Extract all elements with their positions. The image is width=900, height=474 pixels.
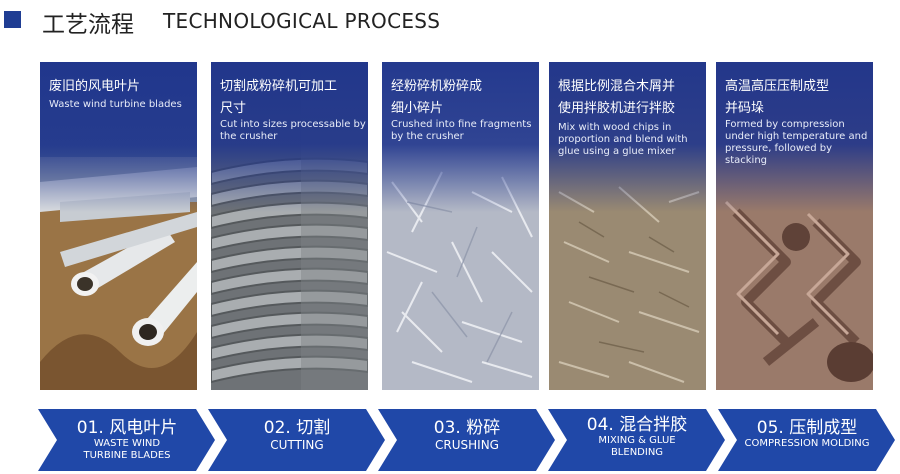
step-title-line-1: 废旧的风电叶片 <box>49 79 141 94</box>
panel-overlay <box>40 62 197 212</box>
step-title-cn: 废旧的风电叶片 <box>49 76 195 98</box>
step-arrow-text: 01. 风电叶片 WASTE WIND TURBINE BLADES <box>52 409 202 471</box>
arrow-shape <box>378 409 555 471</box>
step-arrow-text: 04. 混合拌胶 MIXING & GLUE BLENDING <box>562 409 712 471</box>
step-desc-en: Formed by compression under high tempera… <box>725 119 868 166</box>
step-title-line-1: 高温高压压制成型 <box>725 79 830 94</box>
step-title-cn: 经粉碎机粉碎成 细小碎片 <box>391 76 537 120</box>
step-title-line-2: 尺寸 <box>220 101 247 116</box>
step-arrow-subtitle-1: COMPRESSION MOLDING <box>744 438 870 449</box>
step-arrow-title: 04. 混合拌胶 <box>586 415 688 435</box>
step-arrow-2: 02. 切割 CUTTING <box>208 409 385 471</box>
page-title-en: TECHNOLOGICAL PROCESS <box>163 9 441 33</box>
step-title-cn: 切割成粉碎机可加工 尺寸 <box>220 76 366 120</box>
step-desc-en: Waste wind turbine blades <box>49 99 182 110</box>
step-arrow-4: 04. 混合拌胶 MIXING & GLUE BLENDING <box>548 409 725 471</box>
arrow-shape <box>718 409 895 471</box>
step-arrow-title: 03. 粉碎 <box>433 418 501 438</box>
step-arrow-subtitle-1: CRUSHING <box>435 438 499 452</box>
arrow-shape <box>548 409 725 471</box>
step-arrow-subtitle-1: CUTTING <box>270 438 324 452</box>
panel-overlay <box>382 62 539 212</box>
step-arrow-title: 01. 风电叶片 <box>76 418 178 438</box>
step-arrow-1: 01. 风电叶片 WASTE WIND TURBINE BLADES <box>38 409 215 471</box>
step-arrow-subtitle-1: WASTE WIND <box>93 438 161 449</box>
step-panel-2: 切割成粉碎机可加工 尺寸 Cut into sizes processable … <box>211 62 368 390</box>
panel-overlay <box>716 62 873 212</box>
step-arrow-text: 05. 压制成型 COMPRESSION MOLDING <box>732 409 882 471</box>
page-title-cn: 工艺流程 <box>42 12 134 38</box>
step-title-cn: 根据比例混合木屑并 使用拌胶机进行拌胶 <box>558 76 704 120</box>
step-title-line-2: 并码垛 <box>725 101 765 116</box>
panel-overlay <box>549 62 706 212</box>
step-panel-4: 根据比例混合木屑并 使用拌胶机进行拌胶 Mix with wood chips … <box>549 62 706 390</box>
step-desc-en: Mix with wood chips in proportion and bl… <box>558 122 688 157</box>
arrow-shape <box>208 409 385 471</box>
step-arrow-3: 03. 粉碎 CRUSHING <box>378 409 555 471</box>
header-square-icon <box>4 11 21 28</box>
step-title-cn: 高温高压压制成型 并码垛 <box>725 76 871 120</box>
step-title-line-2: 细小碎片 <box>391 101 444 116</box>
step-panel-3: 经粉碎机粉碎成 细小碎片 Crushed into fine fragments… <box>382 62 539 390</box>
step-arrow-subtitle-2: TURBINE BLADES <box>83 450 171 461</box>
step-desc-en: Crushed into fine fragments by the crush… <box>391 119 532 142</box>
panel-overlay <box>211 62 368 212</box>
step-arrow-title: 05. 压制成型 <box>756 418 858 438</box>
step-arrow-5: 05. 压制成型 COMPRESSION MOLDING <box>718 409 895 471</box>
step-title-line-1: 经粉碎机粉碎成 <box>391 79 483 94</box>
step-panel-1: 废旧的风电叶片 Waste wind turbine blades <box>40 62 197 390</box>
step-arrow-text: 03. 粉碎 CRUSHING <box>392 409 542 471</box>
step-arrow-subtitle-1: MIXING & GLUE <box>598 435 676 446</box>
step-arrow-title: 02. 切割 <box>263 418 331 438</box>
step-title-line-2: 使用拌胶机进行拌胶 <box>558 101 676 116</box>
step-title-line-1: 根据比例混合木屑并 <box>558 79 676 94</box>
step-arrow-text: 02. 切割 CUTTING <box>222 409 372 471</box>
step-panel-5: 高温高压压制成型 并码垛 Formed by compression under… <box>716 62 873 390</box>
page-header: 工艺流程 TECHNOLOGICAL PROCESS <box>0 0 900 40</box>
arrow-shape <box>38 409 215 471</box>
step-title-line-1: 切割成粉碎机可加工 <box>220 79 338 94</box>
step-arrow-subtitle-2: BLENDING <box>610 447 664 458</box>
step-desc-en: Cut into sizes processable by the crushe… <box>220 119 366 142</box>
